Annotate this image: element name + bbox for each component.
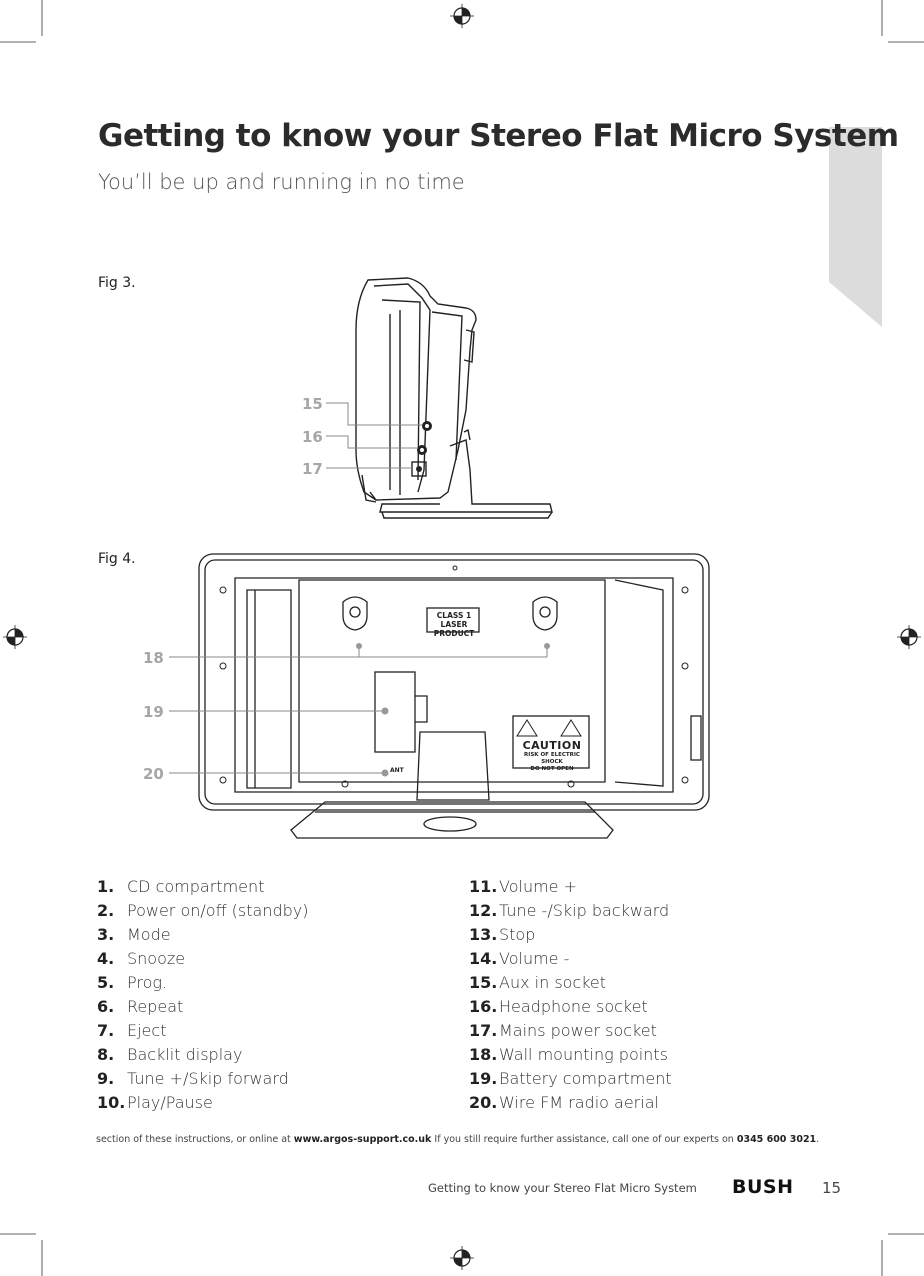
caution-sub2: DO NOT OPEN	[530, 766, 574, 772]
fig4-callout-20: 20	[143, 765, 164, 783]
footer-title: Getting to know your Stereo Flat Micro S…	[428, 1181, 697, 1195]
footnote-text2: If you still require further assistance,…	[431, 1134, 737, 1145]
warning-triangle-icon	[516, 719, 582, 737]
fig3-callout-17: 17	[302, 460, 323, 478]
class-1-label-line2: LASER PRODUCT	[433, 620, 475, 638]
registration-mark-icon	[897, 625, 921, 649]
support-phone: 0345 600 3021	[736, 1134, 817, 1145]
section-tab	[829, 127, 882, 327]
registration-mark-icon	[3, 625, 27, 649]
page-title: Getting to know your Stereo Flat Micro S…	[98, 118, 899, 154]
ant-label: ANT	[390, 767, 404, 774]
fig3-side-view-illustration	[326, 277, 553, 519]
page-number: 15	[822, 1179, 842, 1197]
class-1-label: CLASS 1 LASER PRODUCT	[428, 611, 480, 638]
caution-text: CAUTION	[522, 739, 582, 752]
footnote: section of these instructions, or online…	[96, 1134, 819, 1145]
fig4-callout-18: 18	[143, 649, 164, 667]
brand-logo: BUSH	[732, 1176, 794, 1198]
fig4-rear-view-illustration	[169, 553, 710, 839]
fig3-callout-15: 15	[302, 395, 323, 413]
fig4-callout-19: 19	[143, 703, 164, 721]
page-subtitle: You’ll be up and running in no time	[98, 170, 465, 194]
caution-sub1: RISK OF ELECTRIC SHOCK	[524, 752, 580, 765]
registration-mark-icon	[450, 4, 474, 28]
caution-label: CAUTION RISK OF ELECTRIC SHOCK DO NOT OP…	[514, 740, 590, 773]
footnote-text1: section of these instructions, or online…	[96, 1134, 294, 1145]
footnote-text3: .	[816, 1134, 820, 1145]
registration-mark-icon	[450, 1246, 474, 1270]
fig3-label: Fig 3.	[98, 275, 136, 291]
fig3-callout-16: 16	[302, 428, 323, 446]
fig4-label: Fig 4.	[98, 551, 136, 567]
class-1-label-line1: CLASS 1	[436, 611, 472, 620]
support-link[interactable]: www.argos-support.co.uk	[293, 1134, 432, 1145]
